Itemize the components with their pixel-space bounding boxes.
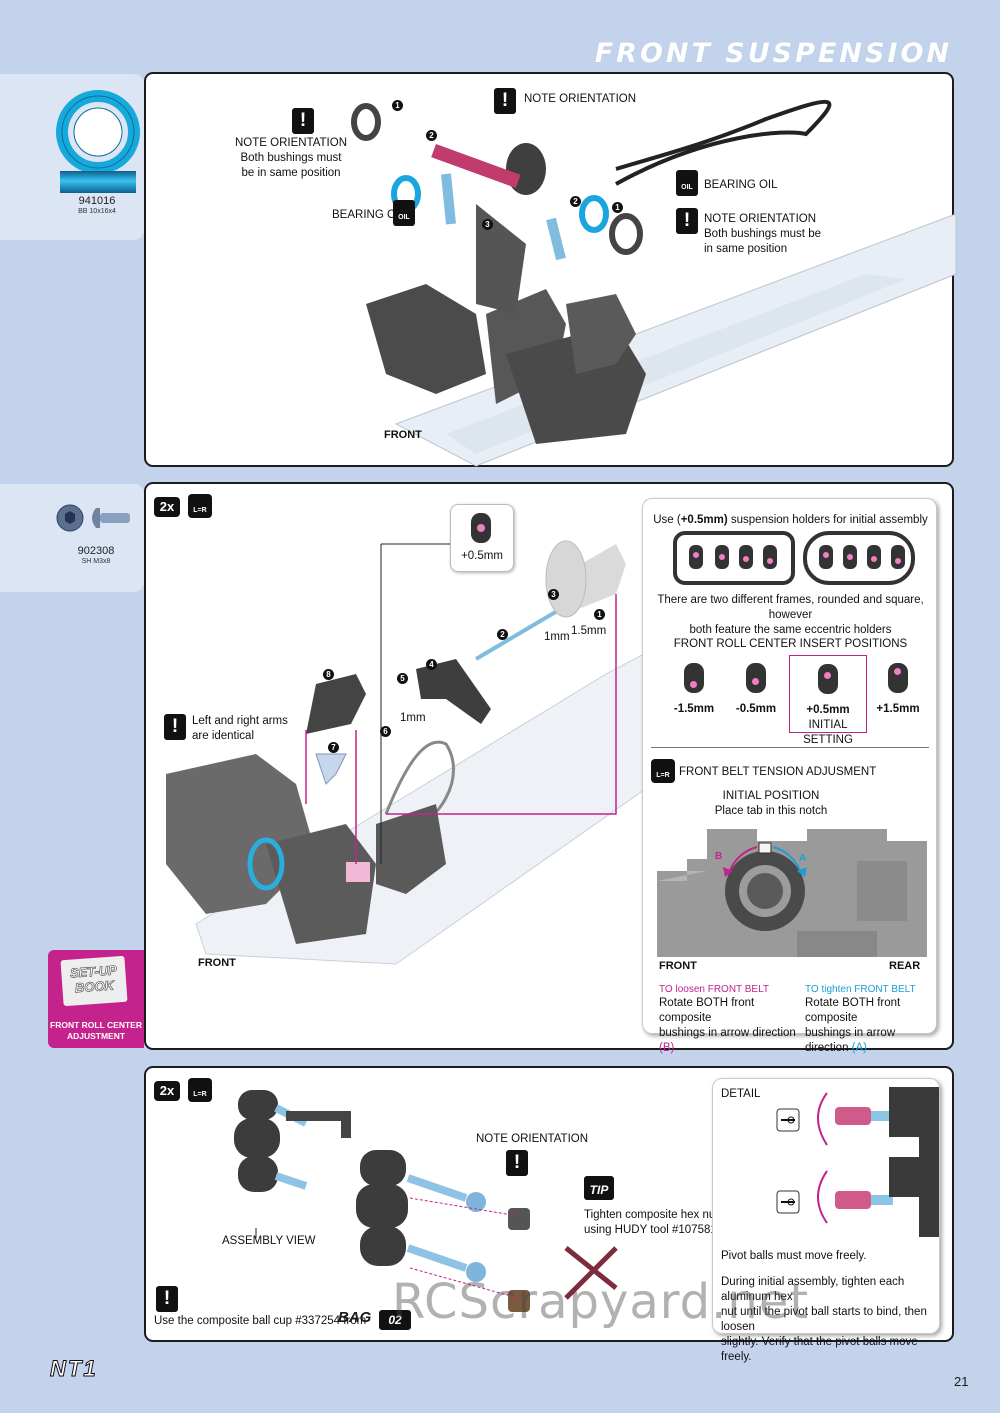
insert-positions-title: FRONT ROLL CENTER INSERT POSITIONS — [673, 638, 908, 650]
rear-label: REAR — [889, 960, 921, 972]
step2-panel: 2x L=R +0.5mm ! Left and right arms are … — [144, 482, 954, 1054]
part-card-bearing: 941016 BB 10x16x4 — [0, 74, 144, 240]
oil-icon: OIL — [393, 200, 415, 226]
bearing-oil-left: BEARING OIL — [332, 209, 406, 221]
left-right-icon: L=R — [651, 759, 675, 783]
tighten-belt-instruction: TO tighten FRONT BELT Rotate BOTH front … — [805, 984, 916, 1054]
note-orientation-right: NOTE ORIENTATION Both bushings must be i… — [704, 213, 821, 255]
note-orientation-top: NOTE ORIENTATION — [524, 93, 637, 105]
note-warning-icon: ! — [494, 88, 516, 114]
detail-box: DETAIL Pivot balls must move freely. Dur… — [712, 1078, 940, 1363]
spacer-1mm-label: 1mm — [544, 631, 570, 643]
callout-4: 4 — [426, 659, 437, 670]
front-label: FRONT — [659, 960, 697, 972]
arms-identical-note: Left and right arms are identical — [192, 715, 288, 742]
page-title: FRONT SUSPENSION — [594, 38, 952, 69]
note-orientation-left: NOTE ORIENTATION Both bushings must be i… — [234, 137, 348, 179]
watermark: RCScrapyard.net — [392, 1274, 810, 1330]
quantity-badge: 2x — [154, 1081, 180, 1101]
oil-icon: OIL — [676, 170, 698, 196]
tip-icon: TIP — [584, 1176, 614, 1200]
holder-insert-label: +0.5mm — [461, 550, 503, 562]
insert-position-plus-0-5-initial: +0.5mm INITIAL SETTING — [789, 655, 867, 746]
bag-number-badge: 02 — [379, 1310, 411, 1330]
holder-insert-zoom: +0.5mm — [450, 504, 514, 572]
divider — [651, 747, 929, 748]
bearing-icon — [56, 90, 140, 174]
spacer-1-5mm-label: 1.5mm — [571, 625, 607, 637]
chassis-plate-illustration — [351, 99, 957, 467]
note-warning-icon: ! — [292, 108, 314, 134]
insert-position-plus-1-5: +1.5mm — [869, 663, 927, 717]
roll-center-info-box: Use (+0.5mm) suspension holders for init… — [642, 498, 937, 1054]
frames-note: There are two different frames, rounded … — [657, 594, 924, 636]
callout-1: 1 — [594, 609, 605, 620]
detail-text-tighten: During initial assembly, tighten each al… — [721, 1276, 927, 1363]
left-right-icon: L=R — [188, 494, 212, 518]
front-label: FRONT — [384, 429, 422, 441]
detail-text-free: Pivot balls must move freely. — [721, 1250, 867, 1262]
button-head-screw-icon — [56, 504, 130, 532]
steering-block-illustration — [234, 1090, 618, 1312]
bearing-side-view-icon — [60, 171, 136, 193]
nt1-logo: NT1 — [50, 1356, 98, 1382]
callout-2: 2 — [497, 629, 508, 640]
initial-setting-label: INITIAL SETTING — [803, 719, 853, 746]
initial-position-note: INITIAL POSITION Place tab in this notch — [714, 790, 828, 817]
assembly-view-label: ASSEMBLY VIEW — [222, 1235, 316, 1247]
step3-panel: 2x L=R ASSEMBLY VIEW NOTE ORIENTATION ! … — [144, 1066, 954, 1363]
note-warning-icon: ! — [676, 208, 698, 234]
callout-2: 2 — [426, 130, 437, 141]
loosen-belt-instruction: TO loosen FRONT BELT Rotate BOTH front c… — [659, 984, 796, 1054]
page-number: 21 — [954, 1374, 969, 1389]
arrow-a-label: A — [799, 853, 807, 864]
bag-label: BAG — [338, 1309, 372, 1326]
pivot-ball-detail-illustration — [776, 1087, 939, 1237]
spacer-1mm-label: 1mm — [400, 712, 426, 724]
insert-position-minus-0-5: -0.5mm — [731, 663, 781, 717]
part-description: BB 10x16x4 — [78, 208, 116, 215]
ball-cup-note: Use the composite ball cup #337254 from — [154, 1315, 367, 1327]
part-description: SH M3x8 — [81, 558, 111, 565]
part-number: 902308 — [77, 545, 115, 557]
callout-6: 6 — [380, 726, 391, 737]
setup-book-caption: FRONT ROLL CENTER ADJUSTMENT — [50, 1020, 142, 1041]
setup-book-icon: SET-UP BOOK — [60, 955, 128, 1007]
callout-8: 8 — [323, 669, 334, 680]
note-warning-icon: ! — [506, 1150, 528, 1176]
callout-1: 1 — [392, 100, 403, 111]
tip-text: Tighten composite hex nuts using HUDY to… — [584, 1209, 725, 1236]
step1-panel: ! NOTE ORIENTATION Both bushings must be… — [144, 72, 957, 467]
belt-tension-title: FRONT BELT TENSION ADJUSMENT — [679, 766, 877, 778]
callout-3: 3 — [548, 589, 559, 600]
holder-frames-icon — [673, 531, 915, 585]
note-warning-icon: ! — [164, 714, 186, 740]
setup-book-card[interactable]: SET-UP BOOK FRONT ROLL CENTER ADJUSTMENT — [48, 950, 144, 1048]
part-number: 941016 — [78, 195, 116, 207]
bearing-oil-right: BEARING OIL — [704, 179, 778, 191]
belt-holder-illustration — [657, 829, 927, 957]
callout-3: 3 — [482, 219, 493, 230]
part-card-screw: 902308 SH M3x8 — [0, 484, 144, 592]
note-orientation-label: NOTE ORIENTATION — [476, 1133, 589, 1145]
detail-title: DETAIL — [721, 1088, 761, 1100]
arrow-b-label: B — [715, 851, 723, 862]
callout-7: 7 — [328, 742, 339, 753]
initial-assembly-note: Use (+0.5mm) suspension holders for init… — [653, 514, 928, 526]
note-warning-icon: ! — [156, 1286, 178, 1312]
holder-insert-icon — [471, 513, 491, 543]
quantity-badge: 2x — [154, 497, 180, 517]
callout-2: 2 — [570, 196, 581, 207]
callout-5: 5 — [397, 673, 408, 684]
insert-position-minus-1-5: -1.5mm — [669, 663, 719, 717]
left-right-icon: L=R — [188, 1078, 212, 1102]
callout-1: 1 — [612, 202, 623, 213]
front-label: FRONT — [198, 957, 236, 969]
